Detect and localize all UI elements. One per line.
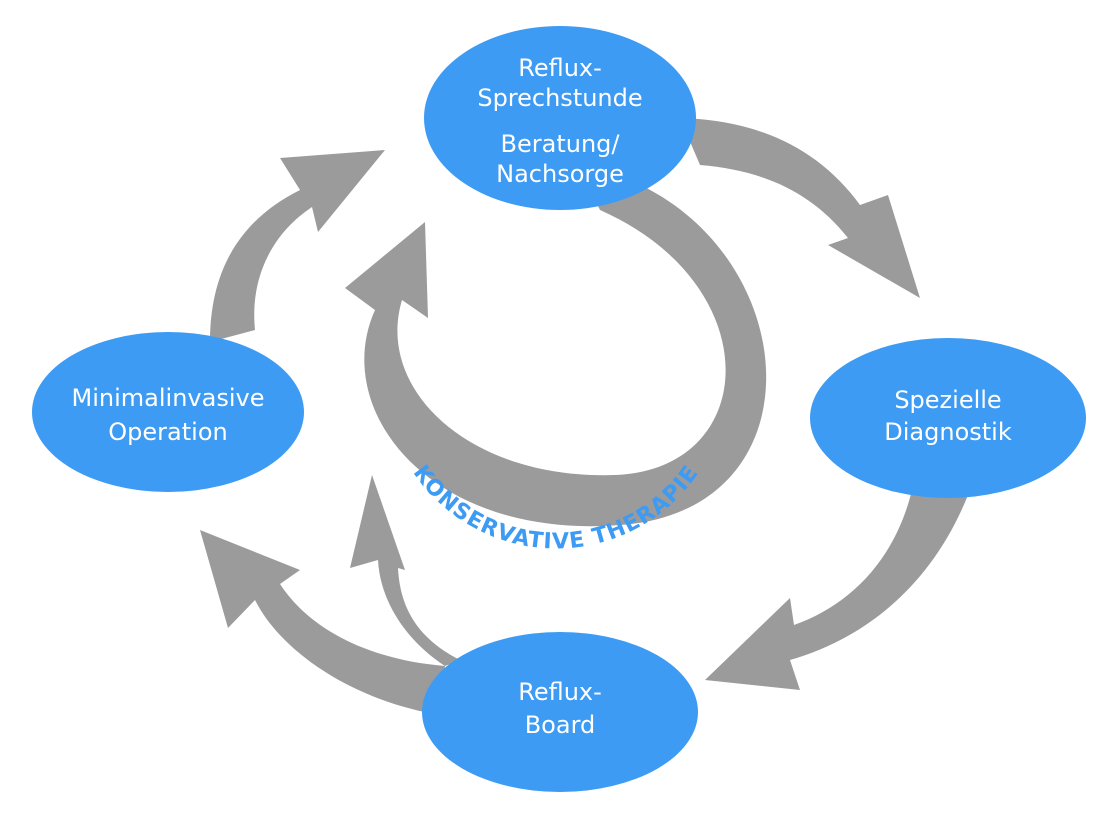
node-left-line1: Minimalinvasive — [72, 384, 265, 412]
node-top-line2: Sprechstunde — [477, 84, 642, 112]
node-top-ellipse — [424, 26, 696, 210]
node-top-line3: Beratung/ — [501, 130, 621, 158]
node-bottom-ellipse — [422, 632, 698, 792]
node-top-line4: Nachsorge — [496, 160, 624, 188]
node-left-line2: Operation — [108, 418, 227, 446]
node-reflux-sprechstunde: Reflux- Sprechstunde Beratung/ Nachsorge — [424, 26, 696, 210]
arrow-bottom-to-center — [350, 475, 460, 666]
node-left-ellipse — [32, 332, 304, 492]
node-right-line1: Spezielle — [894, 386, 1001, 414]
node-right-line2: Diagnostik — [884, 418, 1012, 446]
arrow-bottom-to-left — [200, 530, 445, 715]
node-right-ellipse — [810, 338, 1086, 498]
arrow-right-to-bottom — [705, 490, 968, 690]
conservative-therapy-ring-arrow — [345, 165, 767, 527]
node-bottom-line1: Reflux- — [518, 678, 602, 706]
node-bottom-line2: Board — [525, 711, 596, 739]
arrow-left-to-top — [210, 150, 385, 342]
arrow-top-to-right — [680, 118, 920, 298]
node-minimalinvasive-operation: Minimalinvasive Operation — [32, 332, 304, 492]
node-top-line1: Reflux- — [518, 54, 602, 82]
node-reflux-board: Reflux- Board — [422, 632, 698, 792]
node-spezielle-diagnostik: Spezielle Diagnostik — [810, 338, 1086, 498]
